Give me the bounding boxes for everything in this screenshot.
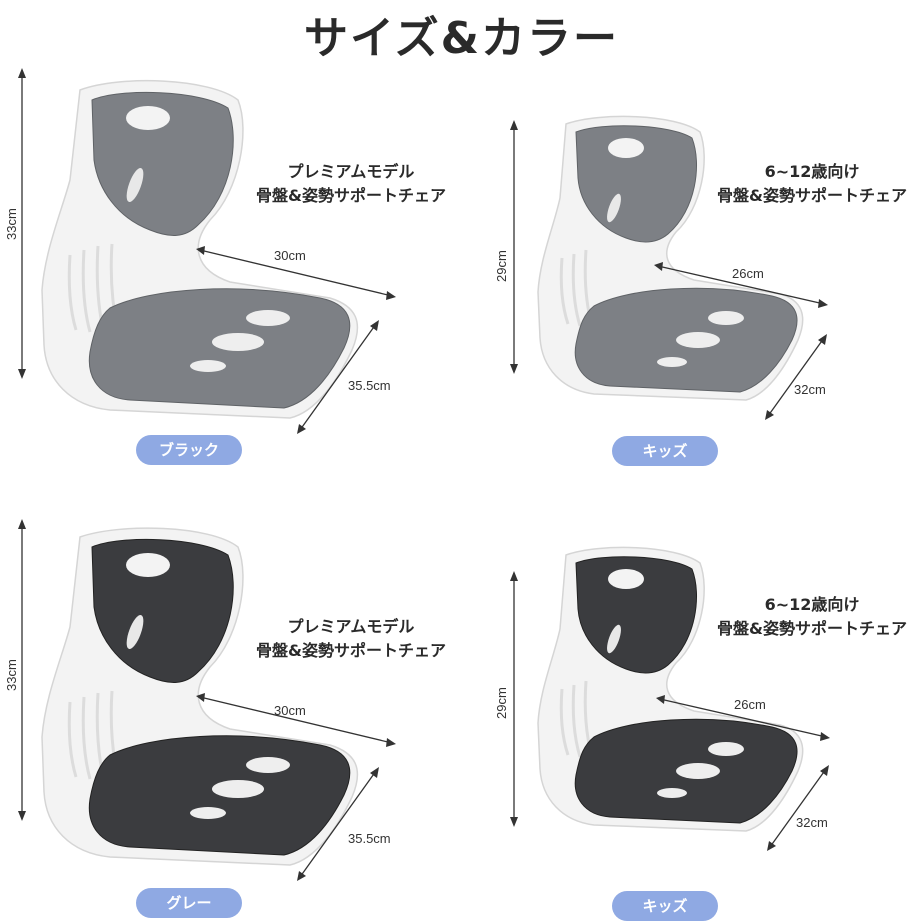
product-panel-top-right: 29cm 26cm 32cm 6~12歳向け 骨盤&姿勢サポートチェア キッズ [470,60,923,480]
width-dimension-label: 26cm [734,697,766,712]
color-badge: キッズ [612,436,718,466]
product-panel-top-left: 33cm 30cm 35.5cm プレミアムモデル 骨盤&姿勢サポートチェア ブ… [0,60,460,480]
color-badge: キッズ [612,891,718,921]
color-badge: ブラック [136,435,242,465]
caption-model: プレミアムモデル [287,162,415,181]
caption-model: 6~12歳向け [764,162,860,181]
caption-model: プレミアムモデル [287,617,415,636]
product-caption: 6~12歳向け 骨盤&姿勢サポートチェア [702,593,922,641]
caption-description: 骨盤&姿勢サポートチェア [717,619,907,638]
depth-dimension-label: 35.5cm [348,378,391,393]
chair-illustration [510,546,830,851]
depth-dimension-label: 35.5cm [348,831,391,846]
page-title: サイズ&カラー [303,13,620,64]
depth-dimension-label: 32cm [794,382,826,397]
chair-illustration [18,519,396,881]
height-dimension-label: 29cm [494,250,509,282]
height-dimension-label: 29cm [494,687,509,719]
height-dimension-label: 33cm [4,659,19,691]
caption-description: 骨盤&姿勢サポートチェア [256,186,446,205]
product-caption: プレミアムモデル 骨盤&姿勢サポートチェア [236,160,466,208]
chair-illustration [510,115,828,420]
width-dimension-label: 26cm [732,266,764,281]
product-panel-bottom-left: 33cm 30cm 35.5cm プレミアムモデル 骨盤&姿勢サポートチェア グ… [0,505,460,923]
depth-dimension-label: 32cm [796,815,828,830]
product-caption: プレミアムモデル 骨盤&姿勢サポートチェア [236,615,466,663]
caption-model: 6~12歳向け [764,595,860,614]
caption-description: 骨盤&姿勢サポートチェア [256,641,446,660]
chair-illustration [18,68,396,434]
product-panel-bottom-right: 29cm 26cm 32cm 6~12歳向け 骨盤&姿勢サポートチェア キッズ [470,505,923,923]
caption-description: 骨盤&姿勢サポートチェア [717,186,907,205]
width-dimension-label: 30cm [274,703,306,718]
height-dimension-label: 33cm [4,208,19,240]
color-badge: グレー [136,888,242,918]
product-caption: 6~12歳向け 骨盤&姿勢サポートチェア [702,160,922,208]
width-dimension-label: 30cm [274,248,306,263]
